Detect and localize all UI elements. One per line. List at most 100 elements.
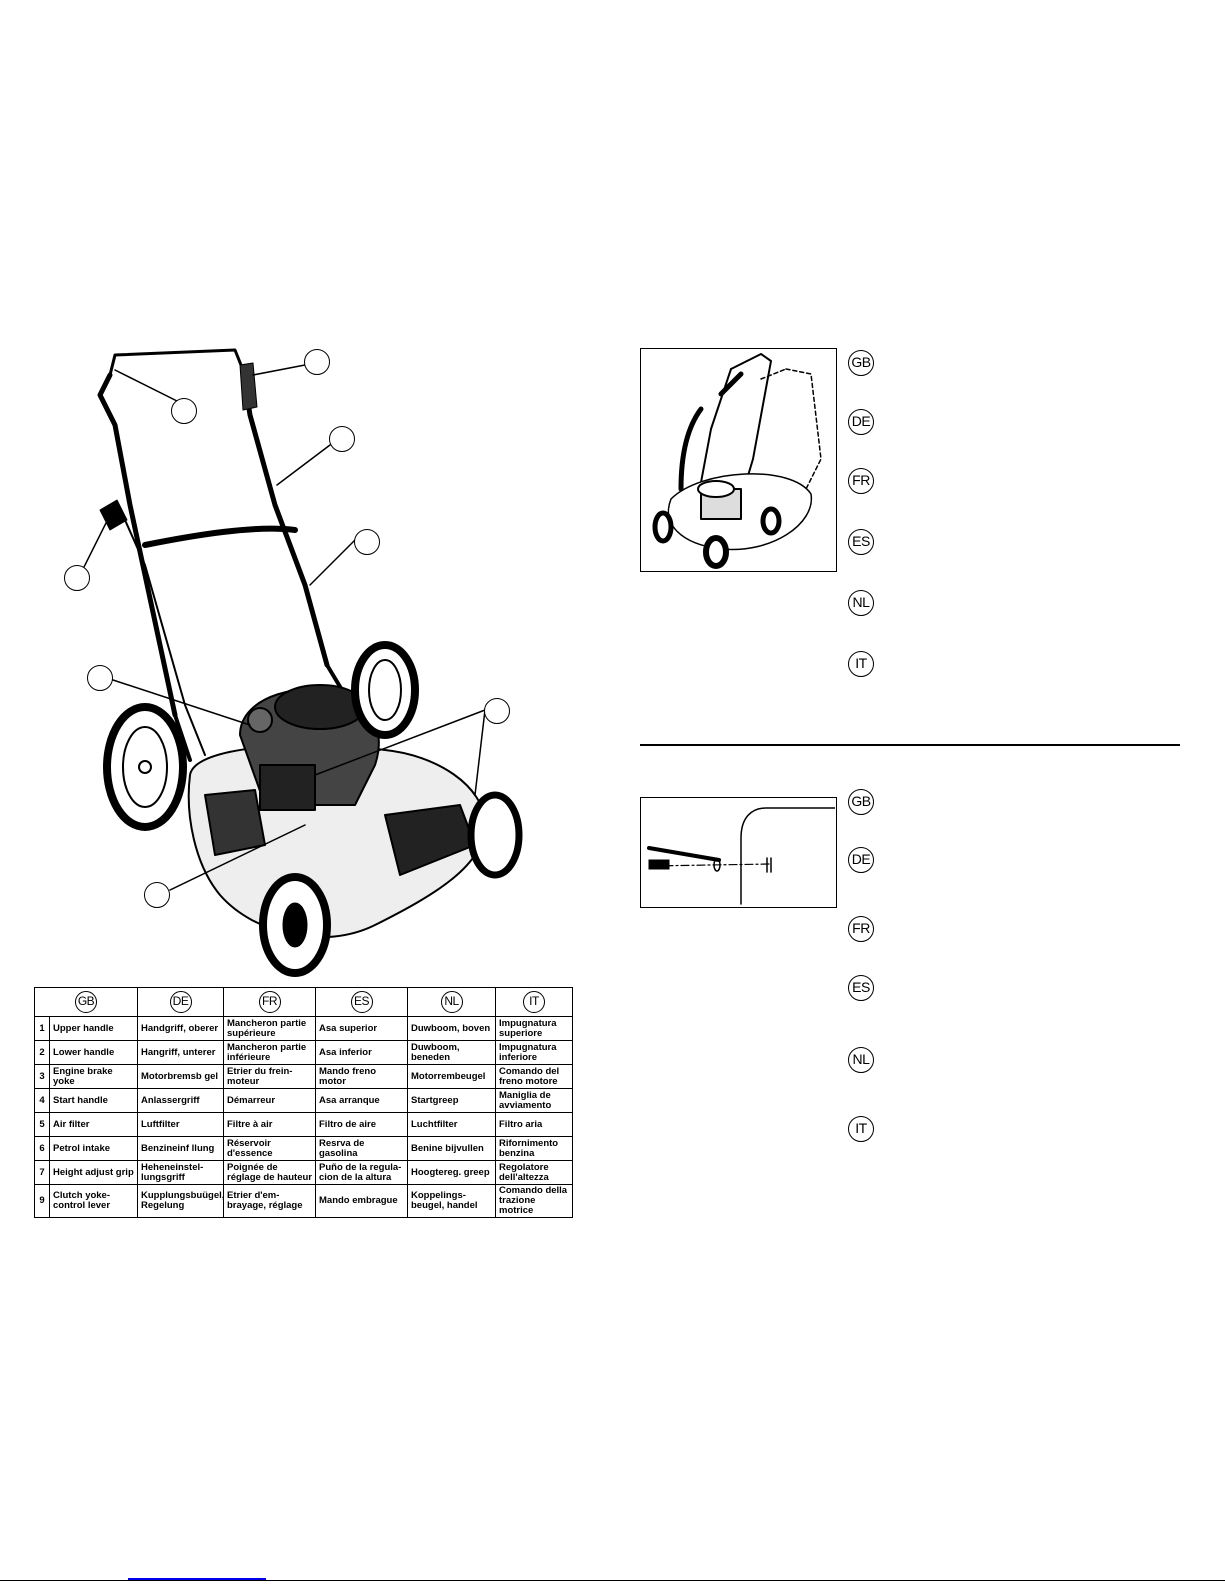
cell-gb: Clutch yoke-control lever — [49, 1184, 138, 1218]
callout-5 — [64, 565, 90, 591]
table-row: 3 Engine brake yoke Motorbremsb gel Etri… — [34, 1064, 573, 1089]
cell-fr: Mancheron partie inférieure — [223, 1040, 316, 1065]
handle-unfold-figure — [640, 348, 837, 572]
cell-it: Maniglia de avviamento — [495, 1088, 573, 1113]
table-row: 5 Air filter Luftfilter Filtre à air Fil… — [34, 1112, 573, 1137]
row-number: 4 — [34, 1088, 50, 1113]
cell-it: Regolatore dell'altezza — [495, 1160, 573, 1185]
cell-fr: Réservoir d'essence — [223, 1136, 316, 1161]
cell-de: Benzineinf llung — [137, 1136, 224, 1161]
row-number: 1 — [34, 1016, 50, 1041]
cell-gb: Petrol intake — [49, 1136, 138, 1161]
table-row: 7 Height adjust grip Heheneinstel-lungsg… — [34, 1160, 573, 1185]
cell-nl: Startgreep — [407, 1088, 496, 1113]
cell-it: Filtro aria — [495, 1112, 573, 1137]
lang-badge-es: ES — [350, 991, 373, 1013]
cell-it: Impugnatura superiore — [495, 1016, 573, 1041]
cell-nl: Duwboom, beneden — [407, 1040, 496, 1065]
row-number: 7 — [34, 1160, 50, 1185]
cell-es: Asa arranque — [315, 1088, 408, 1113]
row-number: 9 — [34, 1184, 50, 1218]
cell-fr: Mancheron partie supérieure — [223, 1016, 316, 1041]
lang-badge-nl: NL — [848, 1047, 874, 1073]
cell-de: Anlassergriff — [137, 1088, 224, 1113]
cell-fr: Etrier d'em-brayage, réglage — [223, 1184, 316, 1218]
cell-fr: Filtre à air — [223, 1112, 316, 1137]
table-row: 9 Clutch yoke-control lever Kupplungsbuü… — [34, 1184, 573, 1218]
callout-7 — [484, 698, 510, 724]
cell-gb: Engine brake yoke — [49, 1064, 138, 1089]
row-number: 2 — [34, 1040, 50, 1065]
lang-badge-fr: FR — [848, 468, 874, 494]
table-header-row: GB DE FR ES NL IT — [34, 987, 573, 1017]
lang-badge-nl: NL — [440, 991, 463, 1013]
cell-fr: Poignée de réglage de hauteur — [223, 1160, 316, 1185]
row-number: 6 — [34, 1136, 50, 1161]
lang-badge-nl: NL — [848, 590, 874, 616]
cell-es: Mando freno motor — [315, 1064, 408, 1089]
row-number: 3 — [34, 1064, 50, 1089]
footer-link-underline[interactable] — [128, 1578, 266, 1580]
cell-it: Comando della trazione motrice — [495, 1184, 573, 1218]
cell-de: Hangriff, unterer — [137, 1040, 224, 1065]
cell-fr: Etrier du frein-moteur — [223, 1064, 316, 1089]
cell-de: Kupplungsbuügel, Regelung — [137, 1184, 224, 1218]
cell-fr: Démarreur — [223, 1088, 316, 1113]
cell-es: Asa inferior — [315, 1040, 408, 1065]
cell-nl: Hoogtereg. greep — [407, 1160, 496, 1185]
callout-6 — [87, 665, 113, 691]
parts-table: GB DE FR ES NL IT 1 Upper handle Handgri… — [34, 987, 573, 1218]
cell-es: Resrva de gasolina — [315, 1136, 408, 1161]
cell-nl: Luchtfilter — [407, 1112, 496, 1137]
lang-badge-de: DE — [169, 991, 192, 1013]
lang-badge-it: IT — [523, 991, 545, 1013]
section-divider — [640, 744, 1180, 746]
cell-es: Asa superior — [315, 1016, 408, 1041]
cable-figure — [640, 797, 837, 908]
cell-it: Comando del freno motore — [495, 1064, 573, 1089]
cell-gb: Air filter — [49, 1112, 138, 1137]
cell-es: Puño de la regula-cion de la altura — [315, 1160, 408, 1185]
lang-badge-de: DE — [848, 847, 874, 873]
cell-gb: Lower handle — [49, 1040, 138, 1065]
handle-unfold-illustration — [652, 353, 822, 569]
lawn-mower-illustration — [79, 348, 523, 977]
cell-es: Mando embrague — [315, 1184, 408, 1218]
cell-nl: Duwboom, boven — [407, 1016, 496, 1041]
cell-nl: Motorrembeugel — [407, 1064, 496, 1089]
cell-de: Heheneinstel-lungsgriff — [137, 1160, 224, 1185]
cell-it: Rifornimento benzina — [495, 1136, 573, 1161]
footer-rule — [0, 1580, 1225, 1581]
table-row: 6 Petrol intake Benzineinf llung Réservo… — [34, 1136, 573, 1161]
callout-2 — [171, 398, 197, 424]
cell-de: Luftfilter — [137, 1112, 224, 1137]
cell-es: Filtro de aire — [315, 1112, 408, 1137]
lang-badge-de: DE — [848, 409, 874, 435]
callout-8 — [144, 882, 170, 908]
lang-badge-gb: GB — [848, 789, 874, 815]
lang-badge-fr: FR — [258, 991, 281, 1013]
table-row: 2 Lower handle Hangriff, unterer Mancher… — [34, 1040, 573, 1065]
cell-gb: Start handle — [49, 1088, 138, 1113]
row-number: 5 — [34, 1112, 50, 1137]
lang-badge-fr: FR — [848, 916, 874, 942]
table-row: 1 Upper handle Handgriff, oberer Mancher… — [34, 1016, 573, 1041]
cell-gb: Height adjust grip — [49, 1160, 138, 1185]
cell-nl: Koppelings-beugel, handel — [407, 1184, 496, 1218]
cell-gb: Upper handle — [49, 1016, 138, 1041]
lang-badge-es: ES — [848, 529, 874, 555]
table-row: 4 Start handle Anlassergriff Démarreur A… — [34, 1088, 573, 1113]
cable-illustration — [647, 807, 836, 905]
lang-badge-gb: GB — [75, 991, 97, 1013]
cell-de: Motorbremsb gel — [137, 1064, 224, 1089]
cell-de: Handgriff, oberer — [137, 1016, 224, 1041]
callout-4 — [354, 529, 380, 555]
callout-1 — [304, 349, 330, 375]
lang-badge-es: ES — [848, 975, 874, 1001]
callout-3 — [329, 426, 355, 452]
cell-nl: Benine bijvullen — [407, 1136, 496, 1161]
lang-badge-gb: GB — [848, 350, 874, 376]
cell-it: Impugnatura inferiore — [495, 1040, 573, 1065]
lang-badge-it: IT — [848, 1116, 874, 1142]
lang-badge-it: IT — [848, 651, 874, 677]
